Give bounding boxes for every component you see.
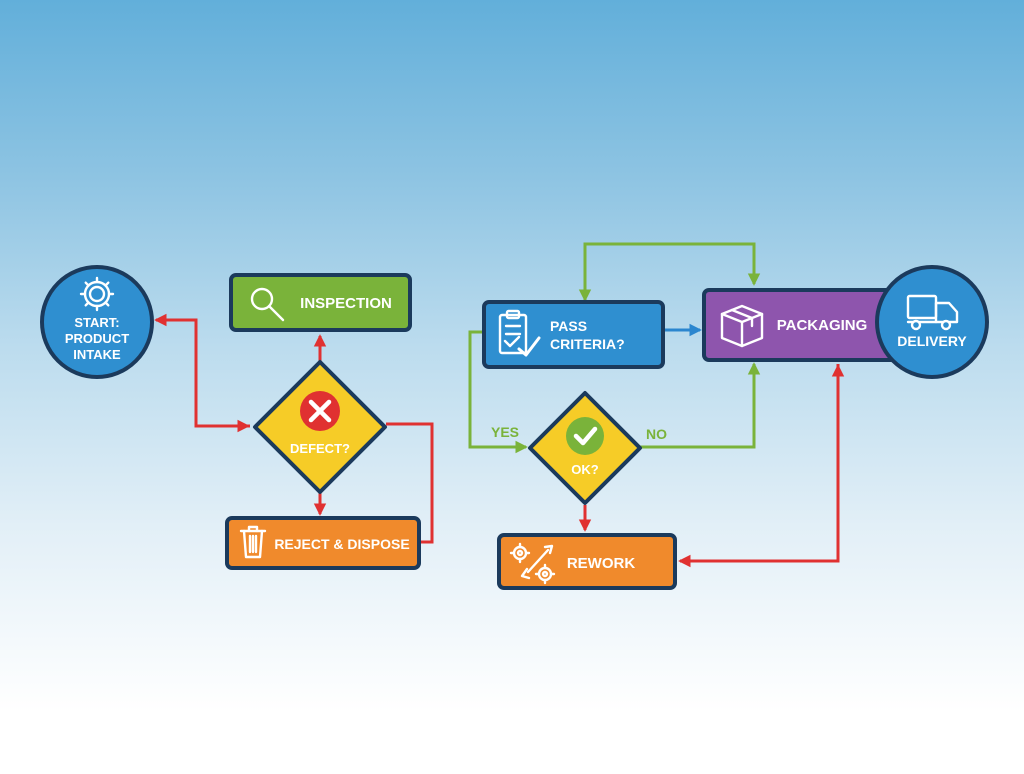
connectors (154, 242, 845, 568)
trash-icon (239, 525, 267, 559)
branch-no-label: NO (646, 426, 667, 442)
clipboard-check-icon (498, 309, 541, 357)
delivery-node[interactable]: DELIVERY (875, 265, 989, 379)
truck-icon (906, 294, 959, 331)
pass-criteria-node[interactable]: PASS CRITERIA? (482, 300, 665, 369)
box-icon (720, 304, 764, 348)
rework-label: REWORK (567, 555, 635, 572)
start-label-line3: INTAKE (73, 347, 121, 362)
start-label-line2: PRODUCT (65, 331, 129, 346)
defect-decision[interactable]: DEFECT? (253, 360, 387, 494)
packaging-label: PACKAGING (777, 317, 868, 334)
delivery-label: DELIVERY (897, 333, 967, 349)
gears-wrench-icon (509, 542, 556, 585)
connector-defect-to-start (154, 313, 250, 428)
inspection-label: INSPECTION (300, 295, 392, 312)
ok-decision[interactable]: OK? (528, 391, 642, 505)
check-circle-icon (566, 417, 604, 455)
pass-criteria-label-line2: CRITERIA? (550, 336, 625, 352)
gear-icon (79, 276, 115, 312)
start-node[interactable]: START: PRODUCT INTAKE (40, 265, 154, 379)
inspection-node[interactable]: INSPECTION (229, 273, 412, 332)
magnifier-icon (250, 287, 285, 322)
ok-label: OK? (571, 462, 599, 477)
start-label-line1: START: (74, 315, 119, 330)
connector-rework-to-delivery (678, 364, 840, 568)
pass-criteria-label-line1: PASS (550, 318, 587, 334)
connector-pass-to-ok-yes (468, 330, 528, 454)
connector-ok-to-packaging-no (640, 362, 761, 449)
defect-label: DEFECT? (290, 441, 350, 456)
reject-label: REJECT & DISPOSE (274, 536, 409, 552)
connector-reject-loop (386, 422, 434, 544)
branch-yes-label: YES (491, 424, 519, 440)
x-circle-icon (300, 391, 340, 431)
rework-node[interactable]: REWORK (497, 533, 677, 590)
reject-node[interactable]: REJECT & DISPOSE (225, 516, 421, 570)
